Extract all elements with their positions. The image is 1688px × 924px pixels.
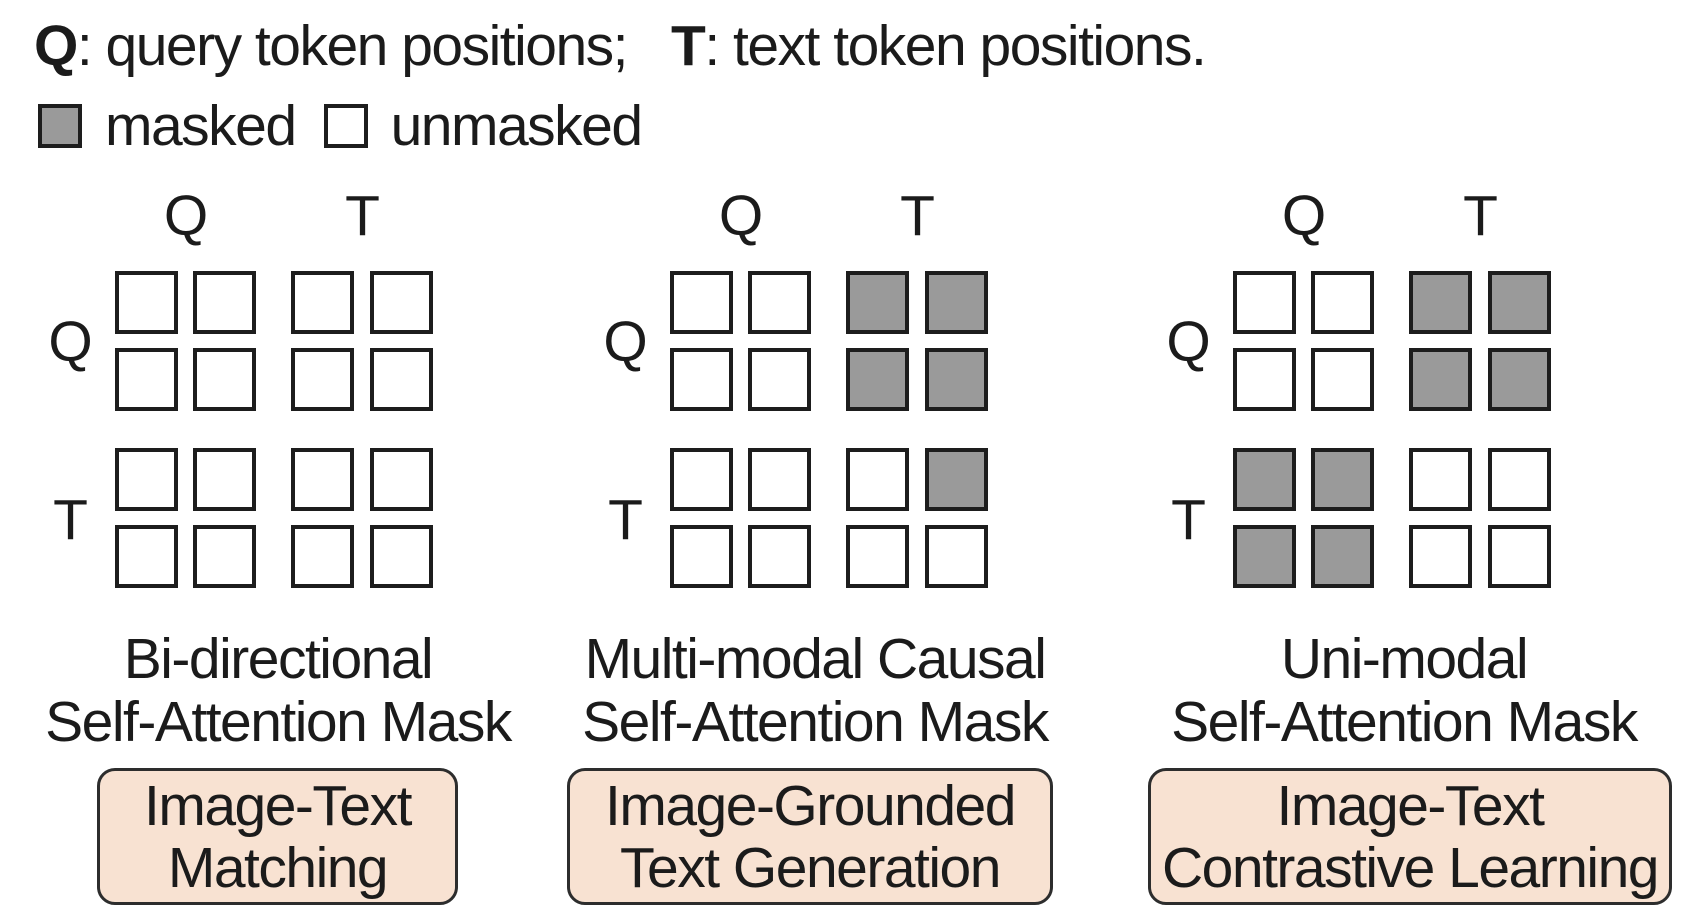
column-label-t-bi-directional: T — [345, 184, 380, 248]
mask-cell-unmasked — [1233, 348, 1296, 411]
mask-cell-unmasked — [670, 525, 733, 588]
mask-cell-masked — [1311, 448, 1374, 511]
row-label-q-bi-directional: Q — [48, 309, 92, 374]
column-label-q-uni-modal: Q — [1281, 184, 1326, 248]
mask-cell-unmasked — [670, 348, 733, 411]
mask-cell-unmasked — [1409, 448, 1472, 511]
mask-cell-unmasked — [115, 271, 178, 334]
mask-cell-unmasked — [748, 525, 811, 588]
mask-cell-unmasked — [925, 525, 988, 588]
caption-line: Multi-modal Causal — [584, 627, 1047, 691]
mask-cell-unmasked — [193, 448, 256, 511]
task-label-line: Text Generation — [620, 835, 1001, 900]
q-definition: : query token positions; — [76, 14, 629, 78]
mask-cell-unmasked — [370, 271, 433, 334]
mask-cell-masked — [925, 448, 988, 511]
legend-mask-key: masked unmasked — [38, 94, 643, 158]
mask-cell-unmasked — [1233, 271, 1296, 334]
mask-cell-unmasked — [1311, 271, 1374, 334]
mask-cell-masked — [1488, 271, 1551, 334]
mask-cell-unmasked — [846, 448, 909, 511]
mask-cell-unmasked — [1488, 448, 1551, 511]
caption-line: Self-Attention Mask — [1171, 690, 1638, 754]
masked-swatch-icon — [38, 104, 82, 148]
masked-label: masked — [105, 94, 297, 158]
mask-cell-unmasked — [1409, 525, 1472, 588]
caption-line: Uni-modal — [1280, 627, 1529, 691]
task-label-line: Matching — [167, 835, 389, 900]
mask-cell-masked — [1409, 271, 1472, 334]
mask-cell-unmasked — [193, 348, 256, 411]
mask-cell-unmasked — [115, 448, 178, 511]
unmasked-label: unmasked — [390, 94, 644, 158]
mask-cell-unmasked — [748, 348, 811, 411]
unmasked-swatch-icon — [323, 104, 368, 148]
column-label-q-bi-directional: Q — [163, 184, 208, 248]
q-term: Q — [34, 14, 78, 78]
row-label-q-uni-modal: Q — [1166, 309, 1210, 374]
column-label-q-multi-modal-causal: Q — [718, 184, 763, 248]
task-label-line: Image-Grounded — [605, 773, 1016, 838]
mask-cell-unmasked — [291, 348, 354, 411]
mask-cell-masked — [846, 271, 909, 334]
mask-cell-unmasked — [670, 271, 733, 334]
mask-cell-unmasked — [846, 525, 909, 588]
mask-cell-unmasked — [291, 448, 354, 511]
mask-cell-masked — [846, 348, 909, 411]
task-label-line: Contrastive Learning — [1162, 835, 1659, 900]
row-label-t-multi-modal-causal: T — [608, 487, 643, 552]
mask-cell-masked — [925, 348, 988, 411]
mask-cell-unmasked — [748, 448, 811, 511]
mask-cell-masked — [1233, 525, 1296, 588]
row-label-t-uni-modal: T — [1171, 487, 1206, 552]
mask-cell-unmasked — [291, 525, 354, 588]
mask-cell-unmasked — [1488, 525, 1551, 588]
column-label-t-uni-modal: T — [1463, 184, 1498, 248]
mask-cell-masked — [1409, 348, 1472, 411]
caption-line: Self-Attention Mask — [582, 690, 1049, 754]
column-label-t-multi-modal-causal: T — [900, 184, 935, 248]
mask-cell-unmasked — [193, 525, 256, 588]
t-definition: : text token positions. — [704, 14, 1206, 78]
mask-cell-unmasked — [370, 348, 433, 411]
mask-cell-unmasked — [370, 448, 433, 511]
mask-cell-unmasked — [370, 525, 433, 588]
mask-cell-masked — [1311, 525, 1374, 588]
mask-cell-unmasked — [291, 271, 354, 334]
mask-cell-unmasked — [115, 348, 178, 411]
t-term: T — [671, 14, 706, 78]
task-label-line: Image-Text — [1276, 773, 1545, 838]
mask-cell-unmasked — [670, 448, 733, 511]
mask-cell-unmasked — [1311, 348, 1374, 411]
mask-cell-unmasked — [115, 525, 178, 588]
caption-line: Bi-directional — [123, 627, 434, 691]
caption-line: Self-Attention Mask — [45, 690, 512, 754]
mask-cell-masked — [925, 271, 988, 334]
mask-cell-unmasked — [748, 271, 811, 334]
legend-definitions: Q: query token positions; T: text token p… — [34, 14, 1207, 78]
mask-cell-masked — [1233, 448, 1296, 511]
row-label-q-multi-modal-causal: Q — [603, 309, 647, 374]
mask-cell-unmasked — [193, 271, 256, 334]
mask-cell-masked — [1488, 348, 1551, 411]
task-label-line: Image-Text — [144, 773, 412, 838]
row-label-t-bi-directional: T — [53, 487, 88, 552]
